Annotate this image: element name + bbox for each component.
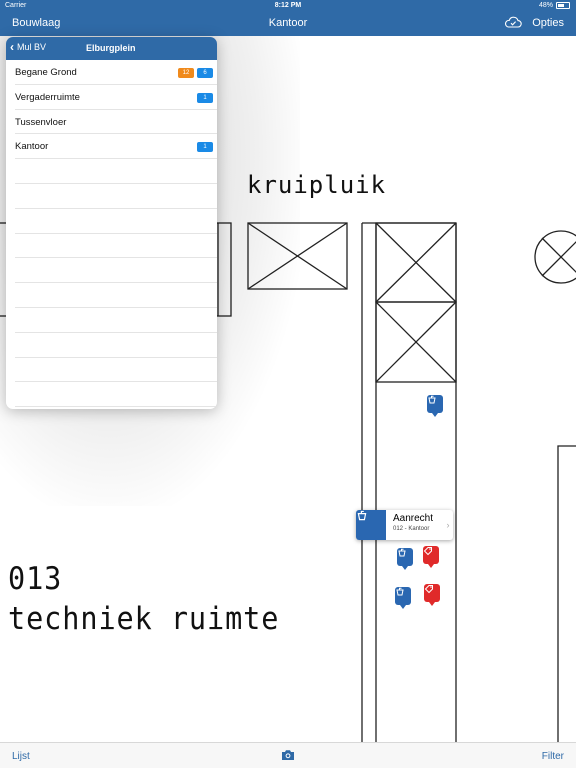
count-badge: 6 — [197, 68, 213, 78]
item-callout[interactable]: Aanrecht 012 - Kantoor › — [356, 510, 453, 540]
empty-list-row — [15, 234, 217, 259]
back-button[interactable]: ‹ Mul BV — [10, 40, 47, 54]
sink-icon — [356, 510, 386, 540]
floor-list-item[interactable]: Vergaderruimte 1 — [15, 85, 217, 110]
empty-list-row — [15, 209, 217, 234]
empty-list-row — [15, 184, 217, 209]
battery-icon — [556, 2, 570, 9]
floor-list-item[interactable]: Tussenvloer — [15, 110, 217, 135]
tag-pin-icon[interactable] — [423, 546, 439, 568]
popover-header: ‹ Mul BV Elburgplein — [6, 37, 217, 60]
bouwlaag-button[interactable]: Bouwlaag — [12, 17, 61, 29]
popover-title: Elburgplein — [86, 43, 136, 53]
opties-button[interactable]: Opties — [532, 17, 564, 29]
empty-list-row — [15, 159, 217, 184]
floor-list-item-label: Vergaderruimte — [15, 91, 80, 103]
sink-pin-icon[interactable] — [395, 587, 411, 609]
navigation-bar: Carrier 8:12 PM 48% Bouwlaag Kantoor Opt… — [0, 0, 576, 36]
carrier-label: Carrier — [5, 2, 27, 9]
count-badge: 1 — [197, 142, 213, 153]
sink-pin-icon[interactable] — [427, 395, 443, 417]
callout-title: Aanrecht — [393, 513, 434, 524]
floor-plan[interactable]: kruipluik 013 techniek ruimte Aanrecht 0… — [0, 36, 576, 742]
empty-list-row — [15, 258, 217, 284]
empty-list-row — [15, 382, 217, 408]
sink-pin-icon[interactable] — [397, 548, 413, 570]
empty-list-row — [15, 333, 217, 358]
badge-group: 1 — [197, 142, 213, 153]
floor-list-item-label: Tussenvloer — [15, 116, 67, 128]
floor-list-item-label: Begane Grond — [15, 67, 77, 78]
lijst-button[interactable]: Lijst — [12, 751, 30, 762]
badge-group: 1 — [197, 92, 213, 103]
count-badge: 12 — [178, 68, 194, 78]
floor-list-item-label: Kantoor — [15, 141, 49, 153]
camera-icon[interactable] — [281, 749, 295, 761]
count-badge: 1 — [197, 92, 213, 103]
floor-plan-lines — [0, 222, 576, 742]
empty-list-row — [15, 308, 217, 333]
page-title: Kantoor — [268, 17, 308, 29]
chevron-left-icon: ‹ — [10, 40, 14, 54]
chevron-right-icon: › — [446, 520, 450, 530]
room-number-label: 013 — [8, 561, 63, 597]
back-button-label: Mul BV — [17, 42, 47, 52]
bottom-toolbar: Lijst Filter — [0, 742, 576, 768]
callout-subtitle: 012 - Kantoor — [393, 526, 430, 532]
tag-pin-icon[interactable] — [424, 584, 440, 606]
cloud-sync-icon[interactable] — [504, 16, 522, 28]
clock: 8:12 PM — [274, 2, 302, 9]
empty-list-row — [15, 283, 217, 308]
room-name-label: techniek ruimte — [8, 601, 280, 637]
drawing-label-kruipluik: kruipluik — [247, 171, 387, 199]
battery-status: 48% — [539, 2, 570, 9]
empty-list-row — [15, 358, 217, 383]
battery-percentage: 48% — [538, 2, 553, 9]
floor-list-item[interactable]: Kantoor 1 — [15, 134, 217, 160]
filter-button[interactable]: Filter — [541, 751, 564, 762]
